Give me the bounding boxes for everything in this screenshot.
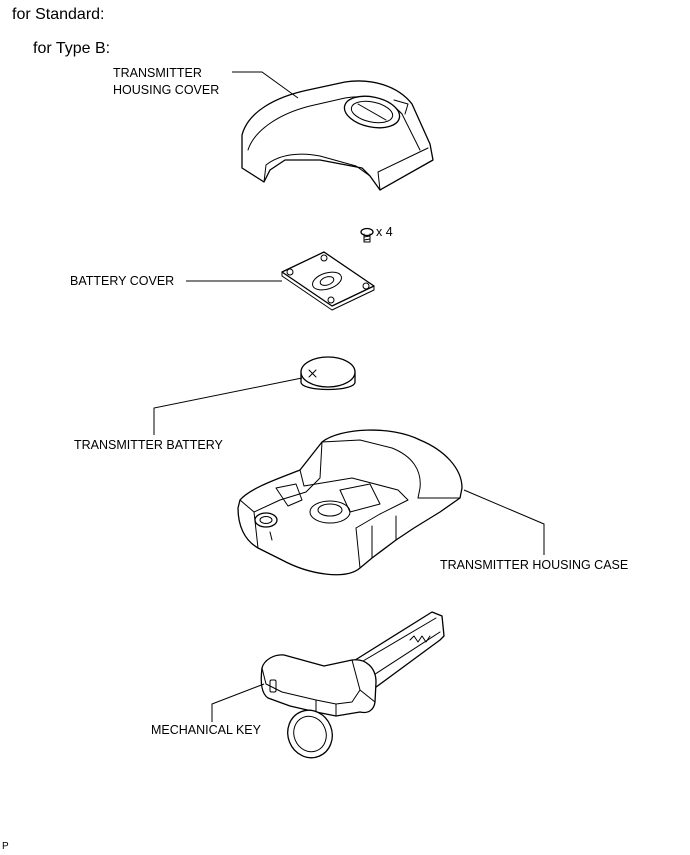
- label-transmitter-housing-cover: TRANSMITTER HOUSING COVER: [113, 66, 220, 97]
- label-battery-cover: BATTERY COVER: [70, 274, 175, 288]
- transmitter-battery-drawing: [300, 356, 356, 391]
- battery-leader: [153, 377, 303, 435]
- label-screw-count: x 4: [376, 225, 393, 239]
- battery-cover-drawing: [281, 251, 375, 311]
- figure-code: P: [2, 841, 9, 852]
- mechanical-key-drawing: [260, 611, 445, 759]
- label-transmitter-battery: TRANSMITTER BATTERY: [74, 438, 223, 452]
- transmitter-housing-case-drawing: [237, 429, 463, 576]
- heading-for-type-b: for Type B:: [33, 40, 111, 57]
- transmitter-housing-cover-drawing: [241, 80, 434, 191]
- label-mechanical-key: MECHANICAL KEY: [151, 723, 261, 737]
- screw-drawing: [360, 227, 374, 243]
- housing-cover-leader: [232, 71, 299, 99]
- housing-case-leader: [463, 489, 545, 555]
- heading-for-standard: for Standard:: [12, 6, 105, 23]
- mechanical-key-leader: [211, 683, 265, 722]
- label-transmitter-housing-case: TRANSMITTER HOUSING CASE: [440, 558, 629, 572]
